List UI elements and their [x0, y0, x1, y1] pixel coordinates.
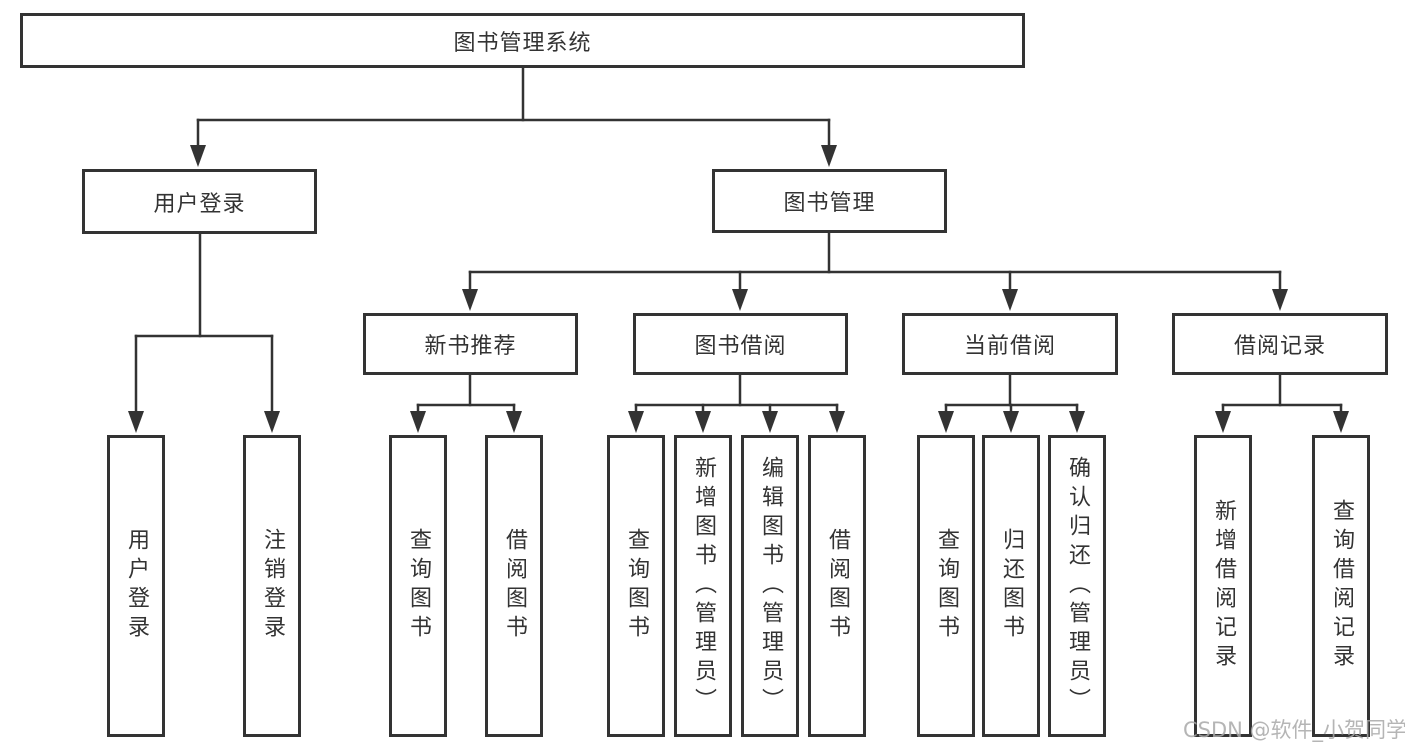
arrowhead: [264, 411, 280, 433]
node-book-management-label: 图书管理: [783, 191, 876, 216]
leaf-return-books: 归还图书: [982, 435, 1040, 737]
leaf-borrow-books: 借阅图书: [808, 435, 866, 737]
node-new-book-recommendation-label: 新书推荐: [424, 334, 517, 359]
arrowhead: [1272, 289, 1288, 311]
arrowhead: [462, 289, 478, 311]
leaf-add-borrow-record-label: 新增借阅记录: [1211, 499, 1236, 673]
leaf-query-books-borrowing: 查询图书: [607, 435, 665, 737]
arrowhead: [1069, 411, 1085, 433]
leaf-borrow-books-recommend-label: 借阅图书: [502, 528, 527, 644]
arrowhead: [821, 145, 837, 167]
arrowhead: [628, 411, 644, 433]
arrowhead: [190, 145, 206, 167]
node-book-management: 图书管理: [712, 169, 947, 233]
connector-root-to-level2: [190, 66, 837, 167]
leaf-query-books-recommend-label: 查询图书: [406, 528, 431, 644]
connector-user-login-children: [128, 232, 280, 433]
node-borrowing-records-label: 借阅记录: [1233, 334, 1326, 359]
node-book-borrowing-label: 图书借阅: [694, 334, 787, 359]
arrowhead: [410, 411, 426, 433]
arrowhead: [938, 411, 954, 433]
arrowhead: [732, 289, 748, 311]
arrowhead: [1002, 289, 1018, 311]
node-book-borrowing: 图书借阅: [633, 313, 848, 375]
node-current-borrowing: 当前借阅: [902, 313, 1118, 375]
connector-current-borrowing-children: [938, 373, 1085, 433]
leaf-add-borrow-record: 新增借阅记录: [1194, 435, 1252, 737]
leaf-query-borrow-record: 查询借阅记录: [1312, 435, 1370, 737]
node-user-login: 用户登录: [82, 169, 317, 234]
node-root-label: 图书管理系统: [453, 30, 592, 56]
arrowhead: [829, 411, 845, 433]
leaf-add-book-admin: 新增图书（管理员）: [674, 435, 732, 737]
leaf-edit-book-admin: 编辑图书（管理员）: [741, 435, 799, 737]
arrowhead: [1215, 411, 1231, 433]
leaf-return-books-label: 归还图书: [999, 528, 1024, 644]
leaf-query-books-current-label: 查询图书: [934, 528, 959, 644]
node-new-book-recommendation: 新书推荐: [363, 313, 578, 375]
arrowhead: [128, 411, 144, 433]
leaf-borrow-books-recommend: 借阅图书: [485, 435, 543, 737]
leaf-confirm-return-admin: 确认归还（管理员）: [1048, 435, 1106, 737]
node-user-login-label: 用户登录: [153, 191, 246, 217]
leaf-user-login-label: 用户登录: [124, 528, 149, 644]
arrowhead: [1333, 411, 1349, 433]
csdn-watermark: CSDN @软件_小贺同学: [1183, 718, 1405, 742]
leaf-edit-book-admin-label: 编辑图书（管理员）: [758, 455, 783, 717]
node-current-borrowing-label: 当前借阅: [963, 334, 1056, 359]
connector-borrowing-records-children: [1215, 373, 1349, 433]
arrowhead: [762, 411, 778, 433]
arrowhead: [695, 411, 711, 433]
node-root: 图书管理系统: [20, 13, 1025, 68]
leaf-query-books-borrowing-label: 查询图书: [624, 528, 649, 644]
leaf-confirm-return-admin-label: 确认归还（管理员）: [1065, 455, 1090, 717]
connector-new-book-recommendation-children: [410, 373, 522, 433]
leaf-logout-label: 注销登录: [260, 528, 285, 644]
leaf-user-login: 用户登录: [107, 435, 165, 737]
arrowhead: [506, 411, 522, 433]
leaf-borrow-books-label: 借阅图书: [825, 528, 850, 644]
node-borrowing-records: 借阅记录: [1172, 313, 1388, 375]
leaf-logout: 注销登录: [243, 435, 301, 737]
leaf-query-borrow-record-label: 查询借阅记录: [1329, 499, 1354, 673]
leaf-query-books-recommend: 查询图书: [389, 435, 447, 737]
leaf-query-books-current: 查询图书: [917, 435, 975, 737]
connector-book-borrowing-children: [628, 373, 845, 433]
arrowhead: [1003, 411, 1019, 433]
connector-book-management-children: [462, 231, 1288, 311]
leaf-add-book-admin-label: 新增图书（管理员）: [691, 455, 716, 717]
